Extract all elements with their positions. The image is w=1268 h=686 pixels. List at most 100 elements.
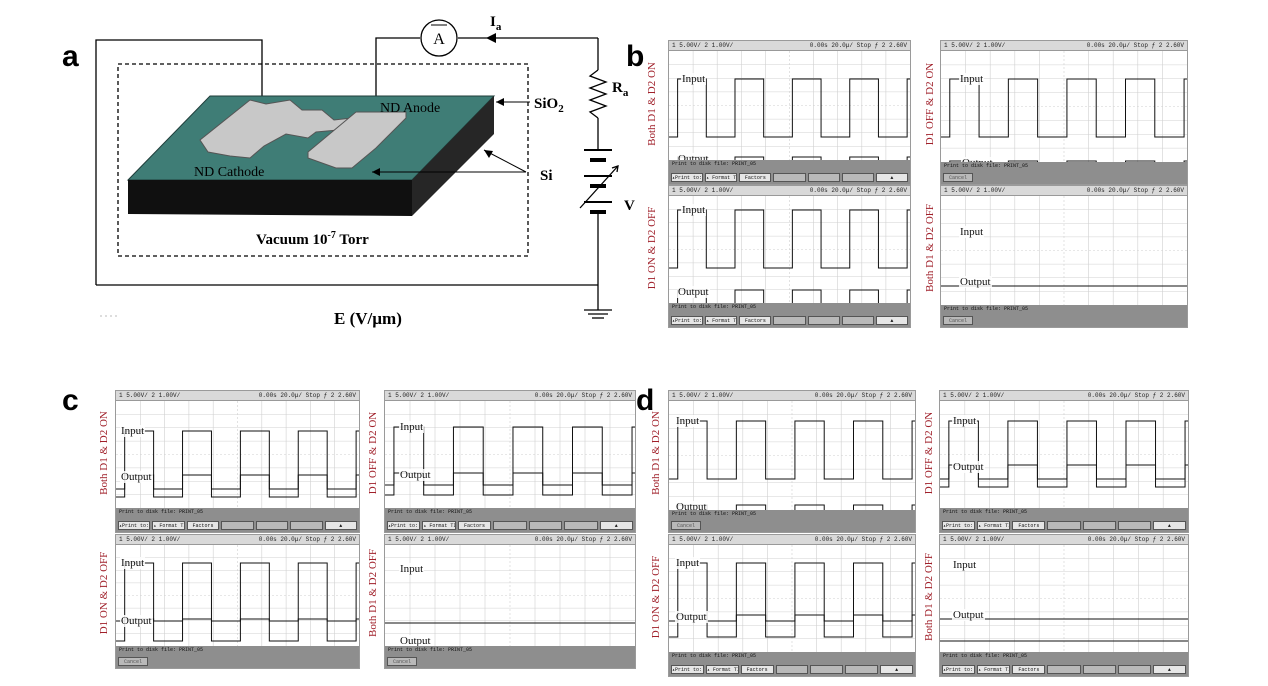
scope-softkey-2[interactable]: ▴ Format TIF Image — [977, 521, 1011, 530]
scope-softkey-1[interactable]: ▴Print to: Disk — [671, 665, 704, 674]
resistor-symbol — [588, 69, 608, 119]
oscilloscope-screen: 1 5.00V/ 2 1.00V/0.00s 20.0µ/ Stop ƒ 2 2… — [384, 390, 636, 533]
scope-softkey-3[interactable]: Factors — [186, 521, 220, 530]
scope-time-readout: 0.00s 20.0µ/ Stop ƒ 2 2.60V — [534, 392, 632, 399]
svg-text:A: A — [433, 31, 445, 48]
scope-softkey-6[interactable] — [1117, 521, 1151, 530]
panel-label-d: d — [636, 384, 655, 417]
condition-label: D1 OFF & D2 ON — [923, 411, 935, 494]
svg-text:Si: Si — [540, 168, 553, 184]
scope-softkey-3[interactable]: Factors — [1012, 521, 1046, 530]
scope-softkey-2[interactable]: ▴ Format TIF Image — [977, 665, 1011, 674]
oscilloscope-screen: 1 5.00V/ 2 1.00V/0.00s 20.0µ/ Stop ƒ 2 2… — [668, 40, 911, 185]
scope-softkey-3[interactable]: Factors — [1012, 665, 1046, 674]
scope-softkey-2[interactable]: ▴ Format TIF Image — [422, 521, 456, 530]
scope-softkey-4[interactable] — [775, 665, 809, 674]
scope-softkey-1[interactable]: ▴Print to: Disk — [671, 316, 704, 325]
input-trace — [669, 209, 910, 269]
input-label: Input — [959, 226, 985, 238]
scope-cancel-softkey[interactable]: Cancel — [943, 316, 973, 325]
condition-label: D1 ON & D2 OFF — [98, 551, 110, 634]
scope-softkey-7[interactable]: ▲ — [880, 665, 914, 674]
scope-softkey-2[interactable]: ▴ Format TIF Image — [705, 665, 739, 674]
scope-softkey-2[interactable]: ▴ Format TIF Image — [705, 316, 738, 325]
scope-softkey-7[interactable]: ▲ — [324, 521, 357, 530]
scope-softkey-1[interactable]: ▴Print to: Disk — [942, 665, 976, 674]
scope-softkey-5[interactable] — [810, 665, 844, 674]
scope-softkey-2[interactable]: ▴ Format TIF Image — [152, 521, 185, 530]
condition-label: D1 OFF & D2 ON — [924, 62, 936, 146]
scope-softkey-4[interactable] — [1047, 521, 1081, 530]
input-label: Input — [959, 73, 985, 85]
scope-softkey-6[interactable] — [845, 665, 879, 674]
scope-softkey-bar: Print to disk file: PRINT_05 ▴Print to: D… — [116, 508, 359, 532]
scope-scale-readout: 1 5.00V/ 2 1.00V/ — [388, 536, 450, 543]
scope-softkey-3[interactable]: Factors — [740, 665, 774, 674]
circuit-schematic: A Ia Ra V ND Anode ND Cathode SiO2 Si Va… — [95, 14, 635, 328]
scope-softkey-4[interactable] — [1047, 665, 1081, 674]
scope-softkey-7[interactable]: ▲ — [875, 173, 908, 182]
scope-header: 1 5.00V/ 2 1.00V/0.00s 20.0µ/ Stop ƒ 2 2… — [669, 186, 910, 196]
output-label: Output — [952, 461, 985, 473]
scope-softkey-3[interactable]: Factors — [457, 521, 492, 530]
scope-softkey-1[interactable]: ▴Print to: Disk — [942, 521, 976, 530]
scope-status-text: Print to disk file: PRINT_05 — [944, 163, 1029, 169]
scope-softkey-6[interactable] — [841, 173, 874, 182]
oscilloscope-screen: 1 5.00V/ 2 1.00V/0.00s 20.0µ/ Stop ƒ 2 2… — [384, 534, 636, 669]
input-label: Input — [952, 415, 978, 427]
output-label: Output — [399, 635, 432, 647]
scope-softkey-5[interactable] — [807, 173, 840, 182]
scope-softkey-4[interactable] — [773, 316, 806, 325]
input-trace — [669, 420, 915, 480]
scope-softkey-2[interactable]: ▴ Format TIF Image — [705, 173, 738, 182]
output-trace — [116, 474, 359, 498]
scope-softkey-1[interactable]: ▴Print to: Disk — [387, 521, 421, 530]
scope-softkey-bar: Print to disk file: PRINT_05▴Print to: D… — [940, 652, 1188, 676]
scope-waveform-area — [941, 196, 1187, 305]
input-label: Input — [120, 557, 146, 569]
scope-cancel-softkey[interactable]: Cancel — [118, 657, 148, 666]
scope-softkey-1[interactable]: ▴Print to: Disk — [671, 173, 704, 182]
scope-softkey-5[interactable] — [1082, 521, 1116, 530]
scope-softkey-7[interactable]: ▲ — [1152, 521, 1186, 530]
scope-softkey-6[interactable] — [564, 521, 598, 530]
scope-softkey-3[interactable]: Factors — [739, 173, 772, 182]
scope-softkey-3[interactable]: Factors — [739, 316, 772, 325]
input-trace — [941, 78, 1187, 138]
scope-scale-readout: 1 5.00V/ 2 1.00V/ — [943, 536, 1005, 543]
scope-softkey-7[interactable]: ▲ — [1152, 665, 1186, 674]
scope-softkey-4[interactable] — [221, 521, 254, 530]
scope-softkey-6[interactable] — [1117, 665, 1151, 674]
current-arrow-icon — [486, 33, 496, 43]
svg-text:Vacuum 10-7 Torr: Vacuum 10-7 Torr — [256, 230, 369, 248]
scope-softkey-4[interactable] — [773, 173, 806, 182]
scope-time-readout: 0.00s 20.0µ/ Stop ƒ 2 2.60V — [534, 536, 632, 543]
scope-header: 1 5.00V/ 2 1.00V/0.00s 20.0µ/ Stop ƒ 2 2… — [116, 391, 359, 401]
condition-label: D1 ON & D2 OFF — [646, 206, 658, 289]
scope-softkey-5[interactable] — [528, 521, 563, 530]
scope-softkey-6[interactable] — [841, 316, 874, 325]
scope-cancel-softkey[interactable]: Cancel — [943, 173, 973, 182]
svg-text:ND Cathode: ND Cathode — [194, 165, 264, 180]
scope-softkey-7[interactable]: ▲ — [599, 521, 633, 530]
scope-softkey-5[interactable] — [807, 316, 840, 325]
scope-cancel-softkey[interactable]: Cancel — [387, 657, 417, 666]
scope-softkey-6[interactable] — [290, 521, 323, 530]
scope-cancel-softkey[interactable]: Cancel — [671, 521, 701, 530]
oscilloscope-screen: 1 5.00V/ 2 1.00V/0.00s 20.0µ/ Stop ƒ 2 2… — [668, 534, 916, 677]
scope-softkey-5[interactable] — [1082, 665, 1116, 674]
scope-softkey-4[interactable] — [493, 521, 527, 530]
input-trace — [116, 562, 359, 622]
scope-status-text: Print to disk file: PRINT_05 — [943, 509, 1028, 515]
scope-softkey-1[interactable]: ▴Print to: Disk — [118, 521, 151, 530]
condition-label: D1 ON & D2 OFF — [650, 555, 662, 638]
scope-waveform-area — [385, 545, 635, 646]
scope-scale-readout: 1 5.00V/ 2 1.00V/ — [672, 536, 734, 543]
scope-softkey-7[interactable]: ▲ — [875, 316, 908, 325]
scope-softkey-5[interactable] — [255, 521, 289, 530]
scope-time-readout: 0.00s 20.0µ/ Stop ƒ 2 2.60V — [809, 187, 907, 194]
scope-status-text: Print to disk file: PRINT_05 — [119, 509, 204, 515]
input-trace — [669, 78, 910, 138]
